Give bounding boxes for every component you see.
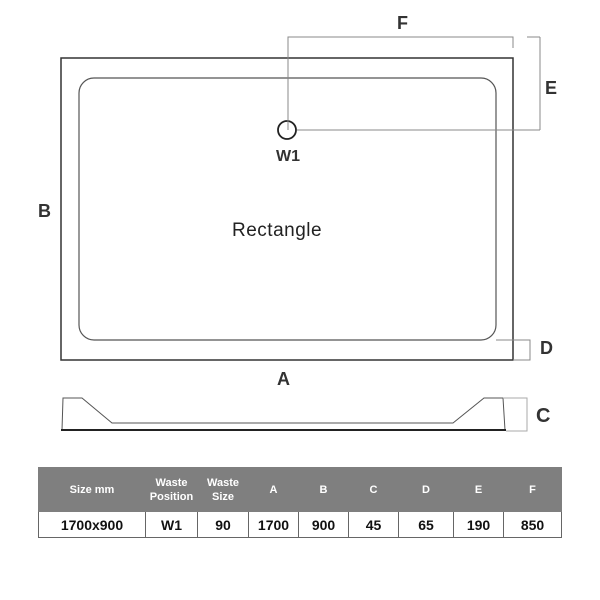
header-a: A bbox=[248, 467, 299, 512]
cell-d: 65 bbox=[398, 511, 454, 538]
cell-c: 45 bbox=[348, 511, 399, 538]
tray-side-profile bbox=[61, 397, 528, 432]
dimensions-table: Size mm Waste Position Waste Size A B C … bbox=[38, 467, 562, 538]
dimension-f bbox=[287, 36, 514, 48]
header-waste-position: Waste Position bbox=[145, 467, 198, 512]
tray-outline bbox=[60, 57, 514, 361]
dimension-d bbox=[496, 339, 531, 361]
header-f: F bbox=[503, 467, 562, 512]
table-header-row: Size mm Waste Position Waste Size A B C … bbox=[38, 467, 562, 512]
dimension-e bbox=[287, 36, 541, 131]
table-row: 1700x900 W1 90 1700 900 45 65 190 850 bbox=[38, 511, 562, 538]
cell-f: 850 bbox=[503, 511, 562, 538]
header-waste-size: Waste Size bbox=[197, 467, 249, 512]
label-d: D bbox=[540, 338, 553, 358]
cell-waste-size: 90 bbox=[197, 511, 249, 538]
cell-a: 1700 bbox=[248, 511, 299, 538]
cell-waste-position: W1 bbox=[145, 511, 198, 538]
header-e: E bbox=[453, 467, 504, 512]
label-c: C bbox=[536, 405, 551, 427]
cell-b: 900 bbox=[298, 511, 349, 538]
header-b: B bbox=[298, 467, 349, 512]
header-c: C bbox=[348, 467, 399, 512]
shape-label: Rectangle bbox=[232, 220, 323, 241]
label-f: F bbox=[397, 13, 408, 33]
cell-e: 190 bbox=[453, 511, 504, 538]
label-a: A bbox=[277, 369, 290, 389]
waste-label: W1 bbox=[276, 148, 300, 165]
header-d: D bbox=[398, 467, 454, 512]
cell-size: 1700x900 bbox=[38, 511, 146, 538]
label-b: B bbox=[38, 201, 51, 221]
label-e: E bbox=[545, 78, 558, 98]
waste-outlet bbox=[277, 120, 297, 140]
header-size: Size mm bbox=[38, 467, 146, 512]
